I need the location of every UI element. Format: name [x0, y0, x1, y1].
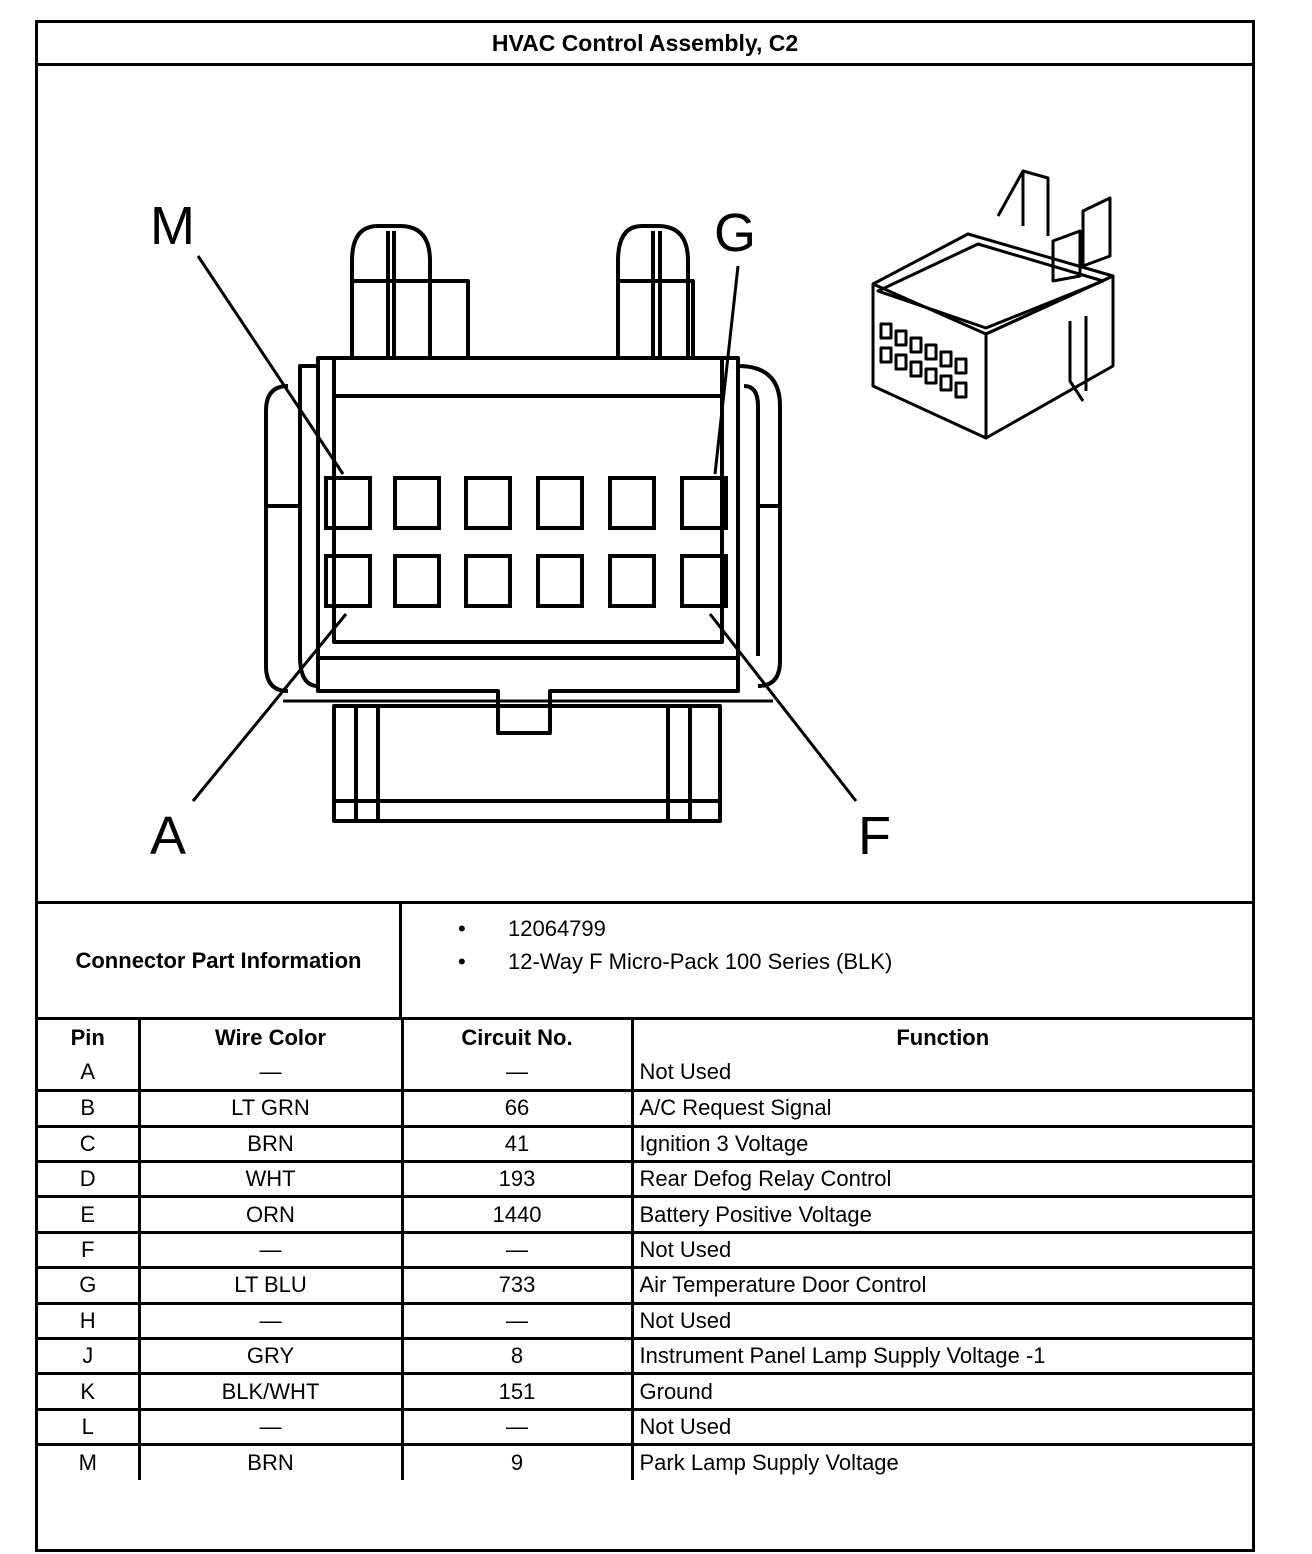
cell-function: Not Used — [630, 1055, 1252, 1093]
cell-circuit: 193 — [400, 1160, 634, 1199]
cell-pin: K — [38, 1372, 141, 1411]
cell-circuit: 1440 — [400, 1195, 634, 1234]
cell-function: Air Temperature Door Control — [630, 1266, 1252, 1305]
cell-function: Ignition 3 Voltage — [630, 1124, 1252, 1164]
cell-wire-color: LT GRN — [137, 1089, 404, 1128]
cell-wire-color: GRY — [137, 1336, 404, 1376]
pin-label-f: F — [858, 806, 891, 866]
connector-part-info-list: 12064799 12-Way F Micro-Pack 100 Series … — [458, 912, 892, 978]
pin-label-a: A — [150, 806, 186, 866]
right-latch — [616, 224, 690, 358]
table-row: D WHT 193 Rear Defog Relay Control — [38, 1160, 1252, 1199]
cell-function: Battery Positive Voltage — [630, 1195, 1252, 1234]
cell-function: Not Used — [630, 1230, 1252, 1270]
header-circuit-no: Circuit No. — [400, 1020, 634, 1056]
bottom-shroud — [332, 704, 722, 823]
cell-pin: B — [38, 1089, 141, 1128]
table-row: C BRN 41 Ignition 3 Voltage — [38, 1124, 1252, 1164]
cell-pin: F — [38, 1230, 141, 1270]
cell-wire-color: BRN — [137, 1124, 404, 1164]
pin-table: Pin Wire Color Circuit No. Function A — … — [38, 1020, 1252, 1481]
cell-circuit: 66 — [400, 1089, 634, 1128]
cell-wire-color: — — [137, 1230, 404, 1270]
table-row: M BRN 9 Park Lamp Supply Voltage — [38, 1443, 1252, 1481]
table-row: F — — Not Used — [38, 1230, 1252, 1270]
left-rail — [298, 364, 319, 688]
table-row: E ORN 1440 Battery Positive Voltage — [38, 1195, 1252, 1234]
cell-wire-color: BLK/WHT — [137, 1372, 404, 1411]
connector-isometric — [871, 169, 1115, 440]
table-row: H — — Not Used — [38, 1301, 1252, 1341]
header-wire-color: Wire Color — [137, 1020, 404, 1056]
connector-sheet: HVAC Control Assembly, C2 — [35, 20, 1255, 1552]
cell-circuit: 8 — [400, 1336, 634, 1376]
table-header-row: Pin Wire Color Circuit No. Function — [38, 1020, 1252, 1056]
table-row: G LT BLU 733 Air Temperature Door Contro… — [38, 1266, 1252, 1305]
cell-function: Rear Defog Relay Control — [630, 1160, 1252, 1199]
cell-pin: C — [38, 1124, 141, 1164]
cell-wire-color: LT BLU — [137, 1266, 404, 1305]
connector-svg: M G A F — [150, 169, 1115, 866]
cell-wire-color: — — [137, 1301, 404, 1341]
table-row: J GRY 8 Instrument Panel Lamp Supply Vol… — [38, 1336, 1252, 1376]
cell-function: Ground — [630, 1372, 1252, 1411]
list-item: 12-Way F Micro-Pack 100 Series (BLK) — [458, 945, 892, 978]
cell-pin: A — [38, 1055, 141, 1093]
cell-circuit: — — [400, 1230, 634, 1270]
table-row: L — — Not Used — [38, 1407, 1252, 1447]
pin-cavities — [324, 476, 728, 608]
cell-pin: G — [38, 1266, 141, 1305]
table-row: A — — Not Used — [38, 1055, 1252, 1093]
table-row: K BLK/WHT 151 Ground — [38, 1372, 1252, 1411]
housing-body — [316, 356, 740, 660]
cell-circuit: 41 — [400, 1124, 634, 1164]
cell-pin: L — [38, 1407, 141, 1447]
cell-function: Instrument Panel Lamp Supply Voltage -1 — [630, 1336, 1252, 1376]
right-rail — [737, 364, 782, 688]
housing-inner — [332, 394, 724, 644]
cell-circuit: — — [400, 1407, 634, 1447]
header-function: Function — [630, 1020, 1252, 1056]
pin-label-g: G — [714, 203, 756, 263]
cell-pin: H — [38, 1301, 141, 1341]
cell-circuit: — — [400, 1055, 634, 1093]
cell-pin: J — [38, 1336, 141, 1376]
leader-a — [191, 613, 348, 802]
cell-wire-color: BRN — [137, 1443, 404, 1481]
cell-pin: M — [38, 1443, 141, 1481]
connector-diagram: M G A F — [38, 66, 1252, 901]
left-latch — [350, 224, 432, 358]
cell-circuit: 9 — [400, 1443, 634, 1481]
cell-pin: E — [38, 1195, 141, 1234]
leader-f — [708, 613, 858, 802]
cell-function: Not Used — [630, 1407, 1252, 1447]
cell-function: Park Lamp Supply Voltage — [630, 1443, 1252, 1481]
cell-wire-color: — — [137, 1055, 404, 1093]
cell-wire-color: ORN — [137, 1195, 404, 1234]
cell-circuit: 151 — [400, 1372, 634, 1411]
cell-wire-color: WHT — [137, 1160, 404, 1199]
list-item: 12064799 — [458, 912, 892, 945]
cell-function: Not Used — [630, 1301, 1252, 1341]
table-row: B LT GRN 66 A/C Request Signal — [38, 1089, 1252, 1128]
page-title: HVAC Control Assembly, C2 — [38, 23, 1252, 66]
cell-circuit: — — [400, 1301, 634, 1341]
pin-label-m: M — [150, 196, 195, 256]
connector-part-info: Connector Part Information 12064799 12-W… — [38, 901, 1252, 1020]
cell-pin: D — [38, 1160, 141, 1199]
leader-m — [196, 255, 345, 475]
cell-circuit: 733 — [400, 1266, 634, 1305]
cell-wire-color: — — [137, 1407, 404, 1447]
cell-function: A/C Request Signal — [630, 1089, 1252, 1128]
connector-part-info-label: Connector Part Information — [38, 904, 402, 1017]
header-pin: Pin — [38, 1020, 141, 1056]
leader-g — [713, 265, 740, 475]
